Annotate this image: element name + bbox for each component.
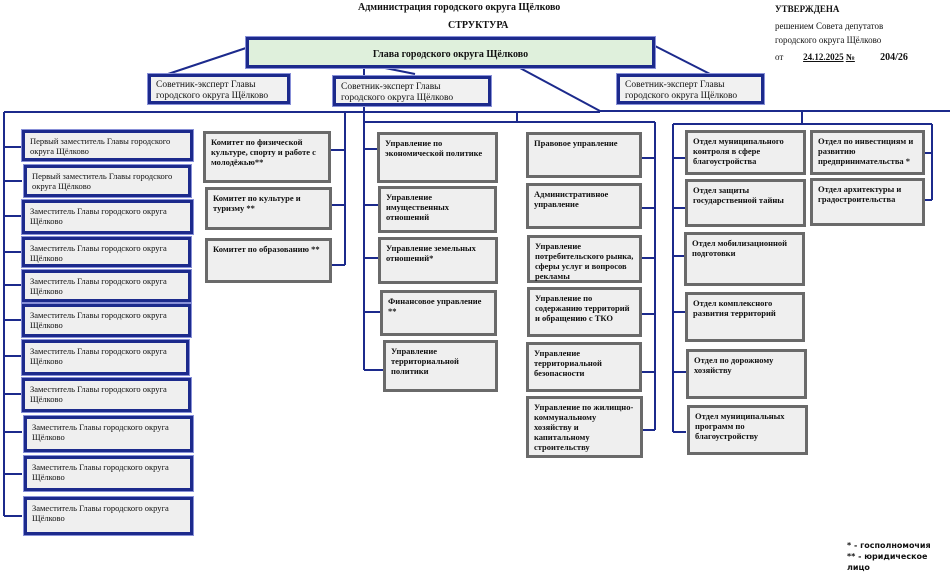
committee-box[interactable]: Комитет по культуре и туризму ** xyxy=(205,187,332,230)
advisor-box-right[interactable]: Советник-эксперт Главы городского округа… xyxy=(617,74,764,104)
department-label: Управление имущественных отношений xyxy=(386,192,449,222)
division-label: Отдел защиты государственной тайны xyxy=(693,185,784,205)
department-label: Управление по содержанию территорий и об… xyxy=(535,293,630,323)
approval-line-2: решением Совета депутатов xyxy=(775,21,884,31)
deputy-box[interactable]: Заместитель Главы городского округа Щёлк… xyxy=(22,270,191,302)
department-box[interactable]: Финансовое управление ** xyxy=(380,290,497,336)
department-label: Правовое управление xyxy=(534,138,618,148)
deputy-label: Заместитель Главы городского округа Щёлк… xyxy=(30,276,167,296)
division-label: Отдел архитектуры и градостроительства xyxy=(818,184,902,204)
department-box[interactable]: Управление по жилищно-коммунальному хозя… xyxy=(526,396,643,458)
advisor-label: Советник-эксперт Главы городского округа… xyxy=(156,80,269,101)
deputy-box[interactable]: Заместитель Главы городского округа Щёлк… xyxy=(22,237,191,267)
division-label: Отдел мобилизационной подготовки xyxy=(692,238,788,258)
committee-label: Комитет по культуре и туризму ** xyxy=(213,193,301,213)
department-box[interactable]: Управление по экономической политике xyxy=(377,132,498,183)
head-label: Глава городского округа Щёлково xyxy=(372,49,529,60)
org-title: Администрация городского округа Щёлково xyxy=(358,2,561,13)
department-box[interactable]: Административное управление xyxy=(526,183,642,229)
division-label: Отдел муниципальных программ по благоуст… xyxy=(695,411,785,441)
deputy-label: Первый заместитель Главы городского окру… xyxy=(32,171,173,191)
advisor-box-left[interactable]: Советник-эксперт Главы городского округа… xyxy=(148,74,290,104)
department-label: Управление по жилищно-коммунальному хозя… xyxy=(534,402,634,452)
department-box[interactable]: Управление имущественных отношений xyxy=(378,186,497,233)
division-box[interactable]: Отдел муниципальных программ по благоуст… xyxy=(687,405,808,455)
approval-number-sign: № xyxy=(845,52,855,62)
approval-line-3: городского округа Щёлково xyxy=(775,35,882,45)
advisor-label: Советник-эксперт Главы городского округа… xyxy=(625,80,738,101)
deputy-box[interactable]: Заместитель Главы городского округа Щёлк… xyxy=(22,378,191,412)
deputy-label: Первый заместитель Главы городского окру… xyxy=(30,136,171,156)
approval-number: 204/26 xyxy=(880,52,908,63)
approval-prefix: от xyxy=(775,52,784,62)
committee-box[interactable]: Комитет по физической культуре, спорту и… xyxy=(203,131,331,183)
division-label: Отдел муниципального контроля в сфере бл… xyxy=(693,136,784,166)
deputy-label: Заместитель Главы городского округа Щёлк… xyxy=(30,206,167,226)
deputy-box[interactable]: Заместитель Главы городского округа Щёлк… xyxy=(24,416,193,452)
division-box[interactable]: Отдел мобилизационной подготовки xyxy=(684,232,805,286)
connector-head-right-bus xyxy=(519,67,601,112)
deputy-box[interactable]: Заместитель Главы городского округа Щёлк… xyxy=(22,200,193,234)
deputy-label: Заместитель Главы городского округа Щёлк… xyxy=(30,346,167,366)
approval-date: 24.12.2025 xyxy=(803,52,844,62)
division-box[interactable]: Отдел по инвестициям и развитию предприн… xyxy=(810,130,925,175)
committee-label: Комитет по физической культуре, спорту и… xyxy=(211,137,316,167)
head-box[interactable]: Глава городского округа Щёлково xyxy=(246,37,655,68)
deputy-label: Заместитель Главы городского округа Щёлк… xyxy=(30,384,167,404)
approval-heading: УТВЕРЖДЕНА xyxy=(775,4,840,14)
division-box[interactable]: Отдел комплексного развития территорий xyxy=(685,292,805,342)
division-label: Отдел комплексного развития территорий xyxy=(693,298,776,318)
deputy-label: Заместитель Главы городского округа Щёлк… xyxy=(32,462,169,482)
division-box[interactable]: Отдел архитектуры и градостроительства xyxy=(810,178,925,226)
deputy-label: Заместитель Главы городского округа Щёлк… xyxy=(30,243,167,263)
department-box[interactable]: Управление территориальной безопасности xyxy=(526,342,642,392)
committee-box[interactable]: Комитет по образованию ** xyxy=(205,238,332,283)
org-subtitle: СТРУКТУРА xyxy=(448,20,509,31)
division-box[interactable]: Отдел по дорожному хозяйству xyxy=(686,349,807,399)
division-label: Отдел по дорожному хозяйству xyxy=(694,355,774,375)
advisor-box-center[interactable]: Советник-эксперт Главы городского округа… xyxy=(333,76,491,106)
department-label: Управление земельных отношений* xyxy=(386,243,476,263)
approval-block: УТВЕРЖДЕНА решением Совета депутатов гор… xyxy=(775,3,908,64)
department-box[interactable]: Правовое управление xyxy=(526,132,642,178)
deputy-box[interactable]: Первый заместитель Главы городского окру… xyxy=(24,165,191,197)
legend-item-state-powers: * - госполномочия xyxy=(847,541,931,550)
deputy-box[interactable]: Заместитель Главы городского округа Щёлк… xyxy=(22,304,191,337)
connector-head-advisor-right xyxy=(654,45,711,75)
connector-head-advisor-left xyxy=(167,47,247,75)
deputy-box[interactable]: Заместитель Главы городского округа Щёлк… xyxy=(24,456,193,491)
department-label: Управление по экономической политике xyxy=(385,138,483,158)
department-label: Управление территориальной политики xyxy=(391,346,459,376)
connector-head-advisor-center xyxy=(384,67,416,75)
division-box[interactable]: Отдел защиты государственной тайны xyxy=(685,179,806,227)
department-label: Финансовое управление ** xyxy=(388,296,482,316)
division-box[interactable]: Отдел муниципального контроля в сфере бл… xyxy=(685,130,806,175)
department-box[interactable]: Управление территориальной политики xyxy=(383,340,498,392)
department-label: Управление потребительского рынка, сферы… xyxy=(535,241,634,281)
department-box[interactable]: Управление земельных отношений* xyxy=(378,237,498,284)
deputy-label: Заместитель Главы городского округа Щёлк… xyxy=(32,422,169,442)
connector-lines xyxy=(3,45,950,517)
department-box[interactable]: Управление потребительского рынка, сферы… xyxy=(527,235,642,283)
legend: * - госполномочия ** - юридическое лицо xyxy=(847,540,950,573)
department-box[interactable]: Управление по содержанию территорий и об… xyxy=(527,287,642,337)
committee-label: Комитет по образованию ** xyxy=(213,244,320,254)
deputy-label: Заместитель Главы городского округа Щёлк… xyxy=(32,503,169,523)
department-label: Административное управление xyxy=(534,189,609,209)
deputy-box[interactable]: Первый заместитель Главы городского окру… xyxy=(22,130,193,161)
department-label: Управление территориальной безопасности xyxy=(534,348,602,378)
deputy-box[interactable]: Заместитель Главы городского округа Щёлк… xyxy=(24,497,193,535)
advisor-label: Советник-эксперт Главы городского округа… xyxy=(341,82,454,103)
legend-item-legal-entity: ** - юридическое лицо xyxy=(847,552,928,572)
deputy-label: Заместитель Главы городского округа Щёлк… xyxy=(30,310,167,330)
approval-date-line: от 24.12.2025 № 204/26 xyxy=(775,51,908,64)
division-label: Отдел по инвестициям и развитию предприн… xyxy=(818,136,914,166)
deputy-box[interactable]: Заместитель Главы городского округа Щёлк… xyxy=(22,340,189,375)
